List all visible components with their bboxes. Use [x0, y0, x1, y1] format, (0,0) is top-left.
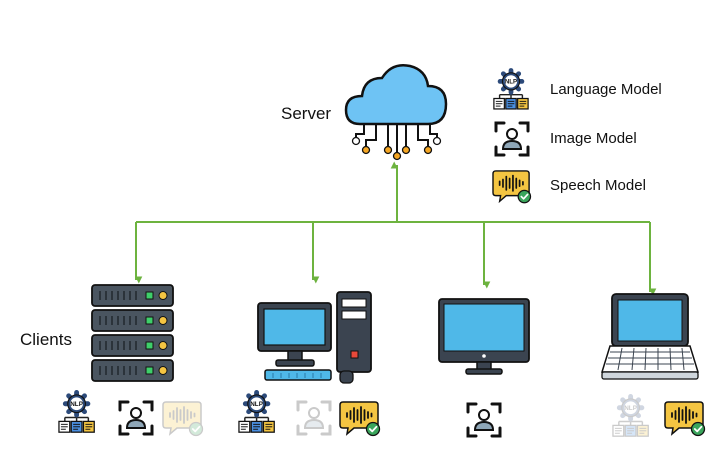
clients-label: Clients: [20, 330, 72, 349]
connector-lines: [135, 161, 657, 296]
cloud-server-icon: [344, 64, 448, 161]
legend-language-model-label: Language Model: [550, 81, 662, 98]
client-2-language-model-icon: [239, 392, 274, 432]
legend-nlp-icon: [494, 70, 528, 108]
legend-speech-model-label: Speech Model: [550, 177, 646, 194]
client-1-language-model-icon: [59, 392, 94, 432]
legend-speech-model-icon: [492, 170, 532, 204]
monitor-icon: [438, 298, 530, 375]
legend-image-model-icon: [494, 121, 530, 157]
client-2-speech-model-icon: [339, 401, 381, 437]
server-label: Server: [281, 104, 332, 123]
client-4-speech-model-icon: [664, 401, 706, 437]
client-1-image-model-icon: [118, 400, 154, 436]
client-1-speech-model-icon: [162, 401, 204, 437]
client-2-image-model-icon: [296, 400, 332, 436]
laptop-icon: [600, 293, 700, 380]
desktop-pc-icon: [257, 291, 372, 384]
legend-image-model-label: Image Model: [550, 130, 637, 147]
client-4-language-model-icon: [613, 396, 648, 436]
client-3-image-model-icon: [466, 402, 502, 438]
server-rack-icon: [91, 284, 174, 382]
